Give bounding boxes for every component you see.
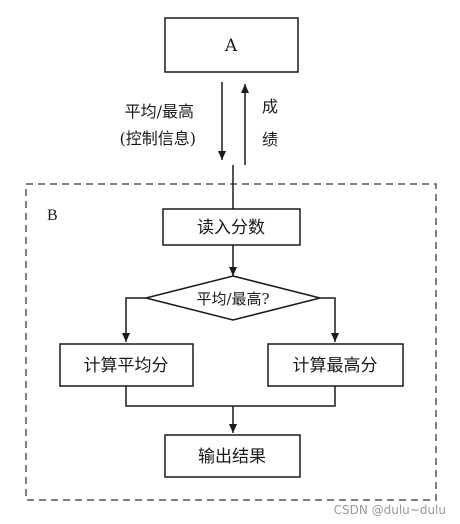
module-a-label: A xyxy=(224,36,238,56)
merge-from-average xyxy=(125,386,233,407)
module-b-label: B xyxy=(47,207,58,224)
up-flow-label-char2: 绩 xyxy=(262,130,278,149)
module-a-box xyxy=(164,17,299,73)
merge-from-max xyxy=(233,386,336,407)
up-flow-label-char1: 成 xyxy=(262,97,278,116)
module-b-container xyxy=(25,183,437,501)
read-scores-label: 读入分数 xyxy=(197,218,265,238)
down-flow-label-line1: 平均/最高 xyxy=(125,102,194,121)
output-result-box xyxy=(164,434,301,478)
decision-label: 平均/最高? xyxy=(196,290,269,308)
calc-max-label: 计算最高分 xyxy=(293,356,378,376)
branch-to-average xyxy=(122,297,146,342)
down-flow-label-line2: (控制信息) xyxy=(120,129,197,148)
read-scores-box xyxy=(162,208,301,246)
calc-average-label: 计算平均分 xyxy=(84,356,169,376)
csdn-watermark: CSDN @dulu~dulu xyxy=(334,503,446,517)
branch-to-max xyxy=(320,297,339,342)
decision-diamond xyxy=(145,275,321,321)
output-result-label: 输出结果 xyxy=(198,447,266,467)
calc-average-box xyxy=(59,343,194,387)
